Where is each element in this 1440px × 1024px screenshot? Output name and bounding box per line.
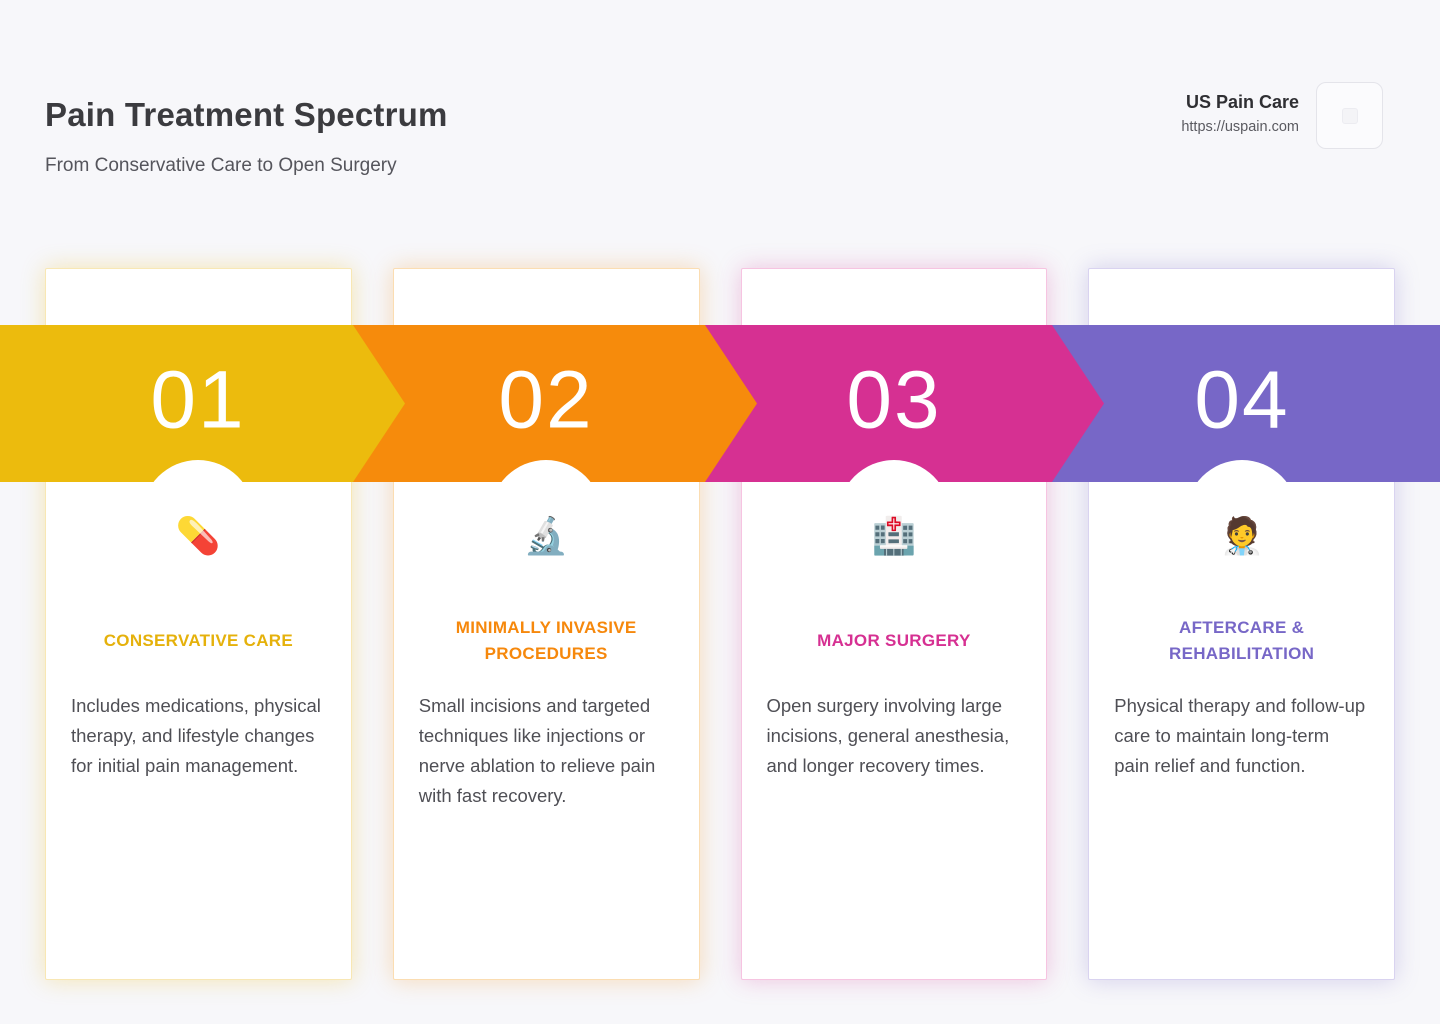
- step-band: 01 02 03 04 💊 🔬 🏥 🧑‍⚕️: [0, 325, 1440, 572]
- page-subtitle: From Conservative Care to Open Surgery: [45, 155, 397, 176]
- chevron-segment-2: [352, 325, 757, 482]
- brand-name: US Pain Care: [1185, 92, 1299, 112]
- card-description: Physical therapy and follow-up care to m…: [1114, 695, 1366, 776]
- header: Pain Treatment Spectrum From Conservativ…: [0, 0, 1440, 210]
- icon-notch-3: 🏥: [838, 460, 950, 572]
- brand-logo: [1316, 82, 1383, 149]
- card-description: Includes medications, physical therapy, …: [71, 695, 321, 776]
- brand-url: https://uspain.com: [1181, 119, 1299, 135]
- health-worker-icon: 🧑‍⚕️: [1219, 515, 1265, 556]
- step-number-3: 03: [846, 354, 942, 446]
- microscope-icon: 🔬: [523, 515, 569, 556]
- chevron-segment-3: [700, 325, 1104, 482]
- icon-notch-2: 🔬: [490, 460, 602, 572]
- card-description: Open surgery involving large incisions, …: [766, 695, 1010, 776]
- card-description: Small incisions and targeted techniques …: [418, 695, 656, 806]
- brand: US Pain Care https://uspain.com: [1181, 82, 1383, 149]
- card-title: MINIMALLY INVASIVE PROCEDURES: [455, 617, 637, 663]
- hospital-icon: 🏥: [871, 515, 917, 556]
- page-title: Pain Treatment Spectrum: [45, 96, 448, 133]
- icon-notch-1: 💊: [142, 460, 254, 572]
- icon-notch-4: 🧑‍⚕️: [1186, 460, 1298, 572]
- pill-icon: 💊: [175, 515, 221, 556]
- brand-logo-icon: [1341, 107, 1358, 124]
- card-title: MAJOR SURGERY: [817, 630, 971, 650]
- chevron-segment-1: [0, 325, 405, 482]
- step-number-1: 01: [150, 354, 246, 446]
- chevron-segment-4: [1046, 325, 1440, 482]
- card-title: AFTERCARE & REHABILITATION: [1169, 617, 1315, 663]
- brand-text: US Pain Care https://uspain.com: [1181, 82, 1299, 135]
- step-number-2: 02: [498, 354, 594, 446]
- card-title: CONSERVATIVE CARE: [103, 630, 294, 650]
- step-number-4: 04: [1194, 354, 1290, 446]
